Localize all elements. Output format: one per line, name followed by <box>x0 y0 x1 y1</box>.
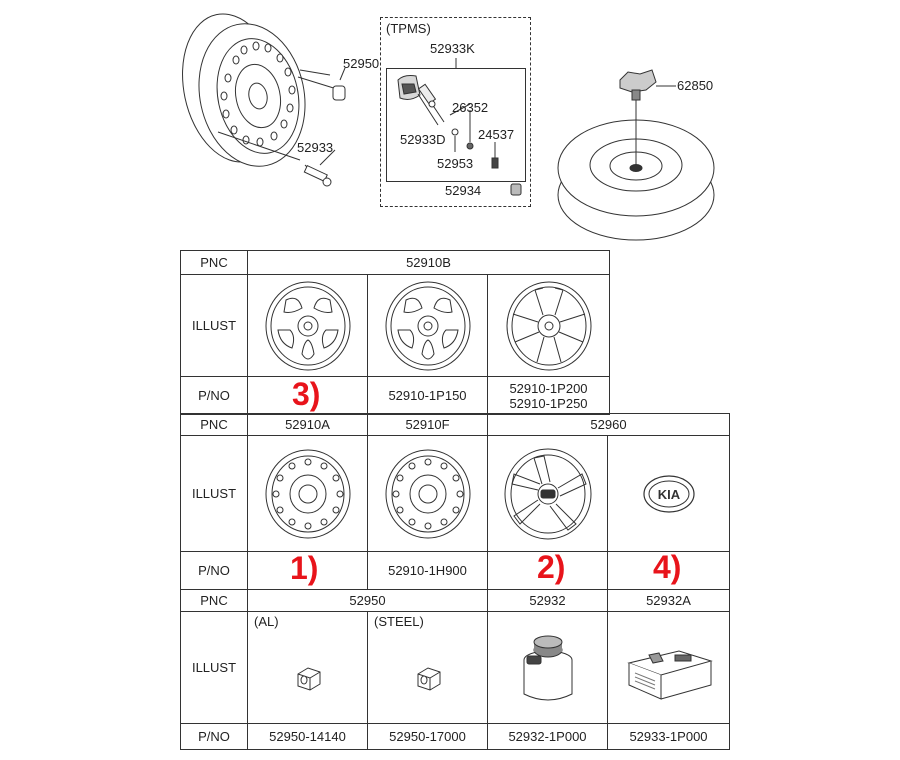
row-header-pnc-2: PNC <box>180 589 248 612</box>
tpms-kit-dashed-frame <box>380 17 531 207</box>
callout-62850: 62850 <box>677 78 714 93</box>
pno-cell-lock: 52932-1P000 <box>487 723 608 750</box>
illust-kia-emblem: KIA <box>607 435 730 552</box>
pnc-cell-52960: 52960 <box>487 413 730 436</box>
tpms-parts-illustration <box>397 58 522 196</box>
illust-alloy-wheel-1 <box>247 274 368 377</box>
marker-2: 2) <box>537 549 566 585</box>
emblem-text: KIA <box>657 487 680 502</box>
row-header-pnc: PNC <box>180 250 248 275</box>
illust-steel-wheel-2 <box>367 435 488 552</box>
alloy-wheel-5-spoke-icon <box>385 281 470 370</box>
pno-cell-steel-2: 52910-1H900 <box>367 551 488 590</box>
callout-26352: 26352 <box>452 100 489 115</box>
repair-kit-icon <box>626 649 713 700</box>
callout-52953: 52953 <box>437 156 474 171</box>
pnc-cell-52932: 52932 <box>487 589 608 612</box>
marker-1: 1) <box>290 550 319 586</box>
illust-tpms-kit <box>607 611 730 724</box>
row-header-pno-2: P/NO <box>180 723 248 750</box>
wheel-nut-icon <box>297 666 320 691</box>
row-header-pnc: PNC <box>180 413 248 436</box>
wheel-nut-icon <box>417 666 440 691</box>
row-header-pno: P/NO <box>180 376 248 415</box>
illust-nut-steel: (STEEL) <box>367 611 488 724</box>
pno-cell-3-text: 52910-1P200 52910-1P250 <box>509 380 588 411</box>
row-header-pno: P/NO <box>180 551 248 590</box>
nut-and-valve-illustration <box>303 67 346 187</box>
steel-wheel-illustration <box>182 13 341 167</box>
wheel-table-alloy: PNC 52910B ILLUST <box>180 250 610 415</box>
illust-steel-wheel-1 <box>247 435 368 552</box>
pno-cell-steel-1 <box>247 551 368 590</box>
tpms-kit-frame <box>386 68 526 182</box>
marker-3: 3) <box>292 376 321 412</box>
pnc-cell: 52910B <box>247 250 610 275</box>
pno-cell-emblem <box>607 551 730 590</box>
callout-tpms-title: (TPMS) <box>386 21 431 36</box>
row-header-illust: ILLUST <box>180 435 248 552</box>
spare-tire-illustration <box>557 69 715 241</box>
illust-alloy-wheel-2 <box>367 274 488 377</box>
illust-alloy-wheel-3 <box>487 274 610 377</box>
pno-cell-nut-steel: 52950-17000 <box>367 723 488 750</box>
sub-label-al: (AL) <box>254 614 279 629</box>
pno-cell-nut-al: 52950-14140 <box>247 723 368 750</box>
exploded-view-art <box>182 13 715 241</box>
callout-52933d: 52933D <box>400 132 446 147</box>
marker-4: 4) <box>653 549 682 585</box>
pno-cell-3: 52910-1P200 52910-1P250 <box>487 376 610 415</box>
callout-24537: 24537 <box>478 127 515 142</box>
pnc-cell-52910f: 52910F <box>367 413 488 436</box>
pnc-cell-52932a: 52932A <box>607 589 730 612</box>
kia-emblem-icon: KIA <box>642 474 695 513</box>
row-header-illust: ILLUST <box>180 274 248 377</box>
callout-52933k: 52933K <box>430 41 475 56</box>
sub-label-steel: (STEEL) <box>374 614 424 629</box>
pno-cell-2: 52910-1P150 <box>367 376 488 415</box>
wheel-table-steel: PNC 52910A 52910F 52960 ILLUST <box>180 413 730 750</box>
alloy-wheel-split-spoke-icon <box>506 281 591 370</box>
callout-52934: 52934 <box>445 183 482 198</box>
pno-cell-kit: 52933-1P000 <box>607 723 730 750</box>
steel-wheel-icon <box>265 449 350 538</box>
pnc-cell-52950: 52950 <box>247 589 488 612</box>
illust-lock-key <box>487 611 608 724</box>
alloy-wheel-5-spoke-icon <box>265 281 350 370</box>
illust-wheel-cover <box>487 435 608 552</box>
row-header-illust-2: ILLUST <box>180 611 248 724</box>
illust-nut-al: (AL) <box>247 611 368 724</box>
pnc-cell-52910a: 52910A <box>247 413 368 436</box>
callout-52950: 52950 <box>343 56 380 71</box>
steel-wheel-icon <box>385 449 470 538</box>
callout-52933: 52933 <box>297 140 334 155</box>
wheel-lock-icon <box>523 635 572 700</box>
wheel-cover-icon <box>504 448 591 539</box>
